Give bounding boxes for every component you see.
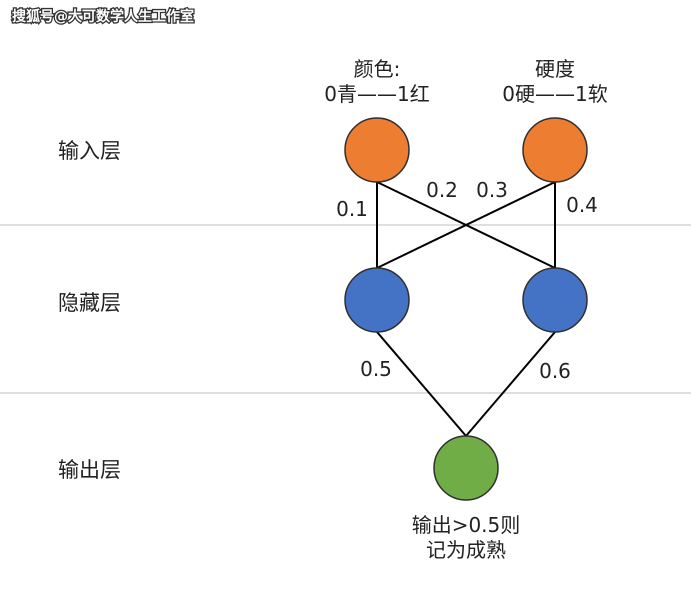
layer-label-hidden: 隐藏层 xyxy=(58,291,121,315)
edges xyxy=(376,181,556,437)
weight-label-6: 0.6 xyxy=(539,359,571,383)
weight-label-4: 0.4 xyxy=(566,193,598,217)
input-node-color xyxy=(344,117,410,183)
output-desc-line2: 记为成熟 xyxy=(426,538,506,562)
edge-hidden1-output xyxy=(376,331,467,437)
layer-label-output: 输出层 xyxy=(58,458,121,482)
output-desc-line1: 输出>0.5则 xyxy=(412,513,521,537)
hidden-node-1 xyxy=(344,267,410,333)
input-color-range: 0青——1红 xyxy=(324,82,429,106)
input-hardness-title: 硬度 xyxy=(535,57,575,81)
input-node-hardness xyxy=(522,117,588,183)
edge-hardness-hidden1 xyxy=(376,181,556,269)
input-hardness-range: 0硬——1软 xyxy=(502,82,607,106)
input-color-title: 颜色: xyxy=(354,57,401,81)
watermark-text: 搜狐号@大可数学人生工作室 xyxy=(12,8,194,25)
weight-label-5: 0.5 xyxy=(360,357,392,381)
weight-label-3: 0.3 xyxy=(476,178,508,202)
layer-label-input: 输入层 xyxy=(58,139,121,163)
hidden-node-2 xyxy=(522,267,588,333)
edge-hidden2-output xyxy=(465,331,556,437)
output-node xyxy=(433,435,499,501)
weight-label-2: 0.2 xyxy=(426,178,458,202)
weight-label-1: 0.1 xyxy=(336,197,368,221)
